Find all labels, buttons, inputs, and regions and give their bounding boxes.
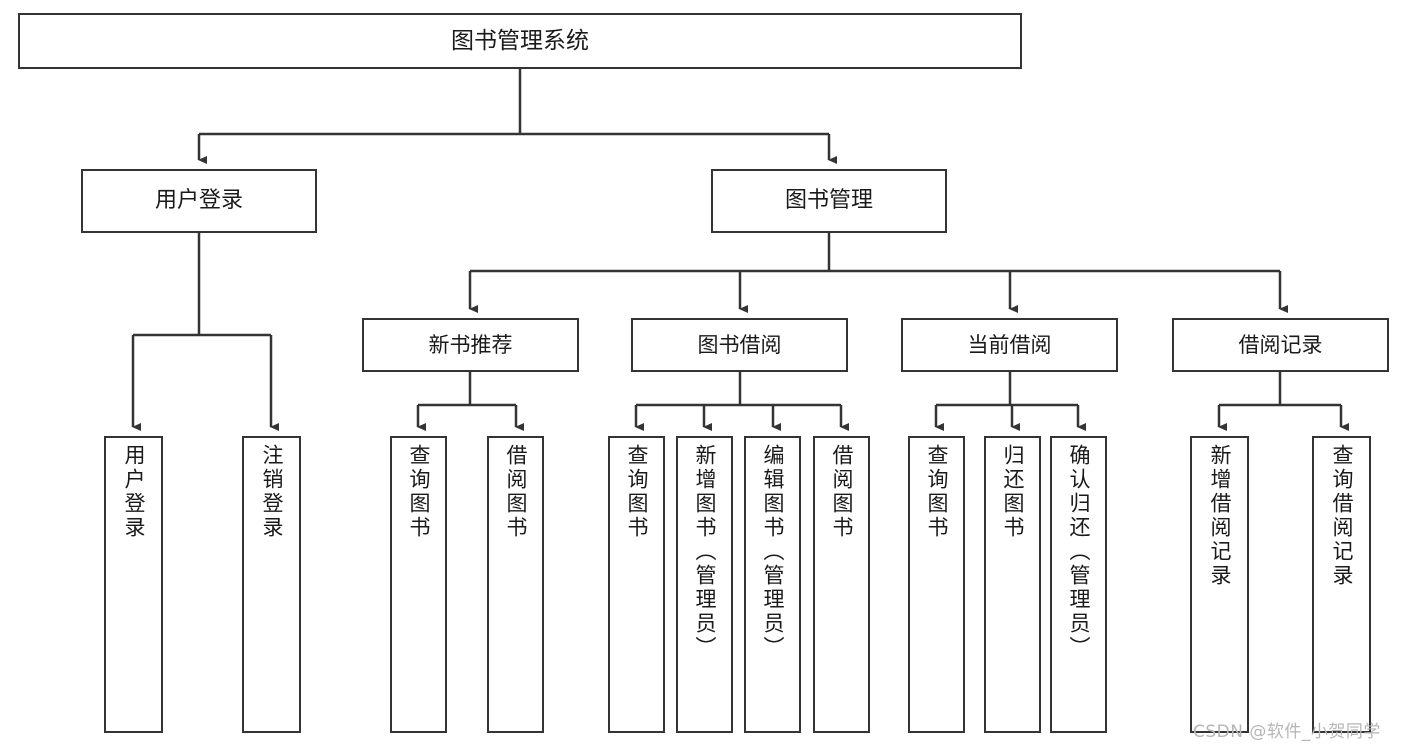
- csdn-watermark: CSDN @软件_小贺同学: [1193, 722, 1381, 742]
- node-leaf-user-logout-label: 注销登录: [260, 444, 284, 540]
- node-leaf-query-book-3[interactable]: 查询图书: [908, 436, 965, 733]
- node-leaf-query-book-2[interactable]: 查询图书: [608, 436, 665, 733]
- node-book-manage[interactable]: 图书管理: [711, 169, 947, 233]
- node-leaf-return-book[interactable]: 归还图书: [984, 436, 1041, 733]
- node-current-borrow-label: 当前借阅: [967, 332, 1052, 357]
- node-leaf-borrow-book-2[interactable]: 借阅图书: [813, 436, 870, 733]
- node-leaf-confirm-return-label: 确认归还（管理员）: [1067, 444, 1091, 660]
- node-book-manage-label: 图书管理: [784, 188, 873, 214]
- node-leaf-borrow-book-1[interactable]: 借阅图书: [487, 436, 544, 733]
- node-leaf-query-book-2-label: 查询图书: [625, 444, 649, 540]
- node-leaf-edit-book-label: 编辑图书（管理员）: [761, 444, 785, 660]
- node-leaf-confirm-return[interactable]: 确认归还（管理员）: [1050, 436, 1107, 733]
- node-current-borrow[interactable]: 当前借阅: [901, 318, 1118, 372]
- node-leaf-borrow-book-1-label: 借阅图书: [504, 444, 528, 540]
- node-leaf-edit-book[interactable]: 编辑图书（管理员）: [744, 436, 801, 733]
- node-root[interactable]: 图书管理系统: [18, 13, 1022, 69]
- node-leaf-query-book-3-label: 查询图书: [925, 444, 949, 540]
- node-borrow-record[interactable]: 借阅记录: [1172, 318, 1389, 372]
- node-leaf-add-book-label: 新增图书（管理员）: [693, 444, 717, 660]
- node-leaf-query-book-1-label: 查询图书: [407, 444, 431, 540]
- node-leaf-add-record[interactable]: 新增借阅记录: [1190, 436, 1249, 733]
- node-new-book-recommend[interactable]: 新书推荐: [362, 318, 579, 372]
- node-user-login-label: 用户登录: [154, 188, 243, 214]
- node-book-borrow[interactable]: 图书借阅: [631, 318, 848, 372]
- node-leaf-user-login[interactable]: 用户登录: [104, 436, 163, 733]
- node-leaf-borrow-book-2-label: 借阅图书: [830, 444, 854, 540]
- node-book-borrow-label: 图书借阅: [697, 332, 782, 357]
- node-leaf-query-book-1[interactable]: 查询图书: [390, 436, 447, 733]
- node-new-book-recommend-label: 新书推荐: [428, 332, 513, 357]
- node-leaf-query-record[interactable]: 查询借阅记录: [1312, 436, 1371, 733]
- node-leaf-user-logout[interactable]: 注销登录: [242, 436, 301, 733]
- node-leaf-add-book[interactable]: 新增图书（管理员）: [676, 436, 733, 733]
- node-leaf-query-record-label: 查询借阅记录: [1330, 444, 1354, 588]
- node-user-login[interactable]: 用户登录: [81, 169, 317, 233]
- node-leaf-user-login-label: 用户登录: [122, 444, 146, 540]
- node-borrow-record-label: 借阅记录: [1238, 332, 1323, 357]
- node-leaf-return-book-label: 归还图书: [1001, 444, 1025, 540]
- node-root-label: 图书管理系统: [451, 27, 589, 54]
- node-leaf-add-record-label: 新增借阅记录: [1208, 444, 1232, 588]
